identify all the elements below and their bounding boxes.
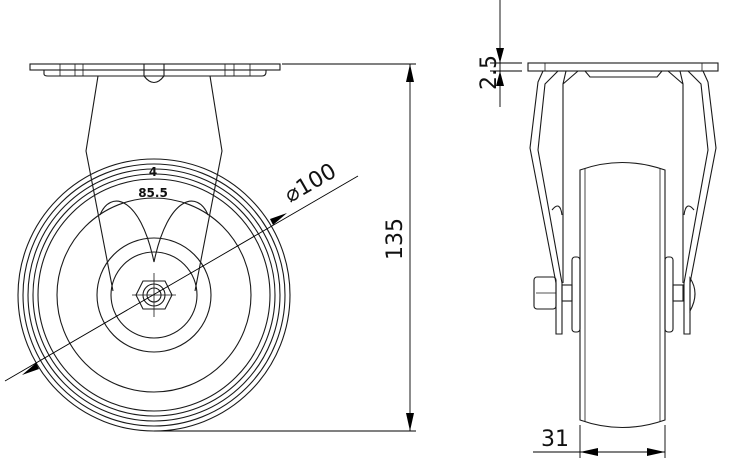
wheel-width-value: 31 [541,427,569,452]
wheel-width-dimension: 31 [533,425,666,458]
diameter-value: ⌀100 [281,159,341,208]
hub-outer [96,237,212,353]
hub-inner [110,251,198,339]
part-label-4: 4 [149,165,157,179]
fork-front [85,75,223,292]
top-plate-front [29,63,281,84]
diameter-dimension: ⌀100 [4,159,359,382]
part-label-85-5: 85.5 [138,186,168,200]
height-dimension: 135 [154,63,416,432]
top-plate-side [527,62,719,72]
axle-nut [132,273,176,317]
axle-side [533,276,696,314]
plate-thickness-dimension: 2.5 [477,0,522,107]
plate-thickness-value: 2.5 [477,55,502,90]
side-view: 2.5 31 [477,0,719,458]
wheel-side [571,161,674,429]
front-view: 4 85.5 ⌀100 135 [4,63,416,432]
height-value: 135 [383,218,408,260]
fork-side [529,70,717,335]
